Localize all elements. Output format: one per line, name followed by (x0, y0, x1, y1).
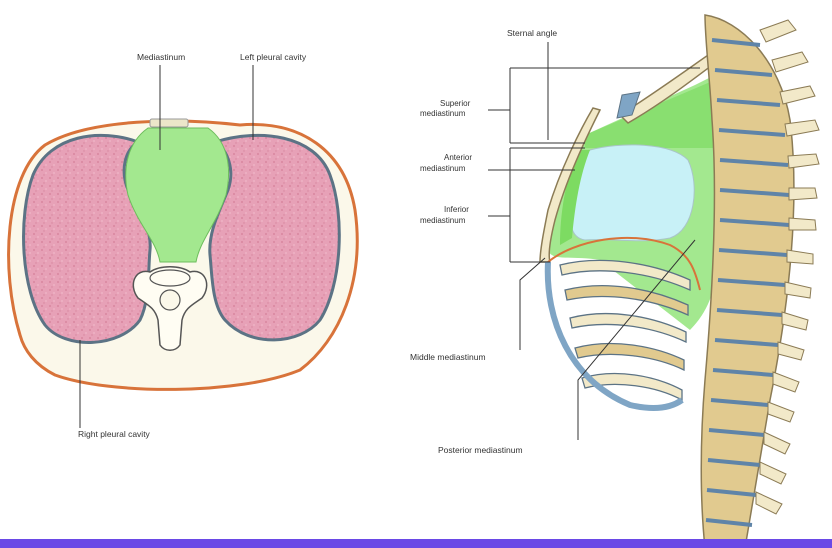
label-posterior-mediastinum: Posterior mediastinum (438, 445, 523, 455)
vertebral-column (701, 15, 819, 548)
label-left-pleural-cavity: Left pleural cavity (240, 52, 307, 62)
label-anterior-mediastinum-2: mediastinum (420, 164, 466, 173)
lower-ribs (560, 260, 690, 400)
label-mediastinum: Mediastinum (137, 52, 185, 62)
label-superior-mediastinum-1: Superior (440, 99, 471, 108)
bottom-accent-strip (0, 539, 832, 548)
left-lung (210, 135, 340, 340)
superior-mediastinum-band (585, 80, 722, 148)
sternum-cross-section (150, 119, 188, 127)
transverse-section: Mediastinum Left pleural cavity Right pl… (9, 52, 358, 439)
label-inferior-mediastinum-1: Inferior (444, 205, 469, 214)
heart-region (570, 145, 694, 241)
label-inferior-mediastinum-2: mediastinum (420, 216, 466, 225)
label-middle-mediastinum: Middle mediastinum (410, 352, 486, 362)
sagittal-view: Sternal angle Superior mediastinum Anter… (410, 15, 819, 548)
label-right-pleural-cavity: Right pleural cavity (78, 429, 151, 439)
label-sternal-angle: Sternal angle (507, 28, 557, 38)
label-superior-mediastinum-2: mediastinum (420, 109, 466, 118)
label-anterior-mediastinum-1: Anterior (444, 153, 472, 162)
